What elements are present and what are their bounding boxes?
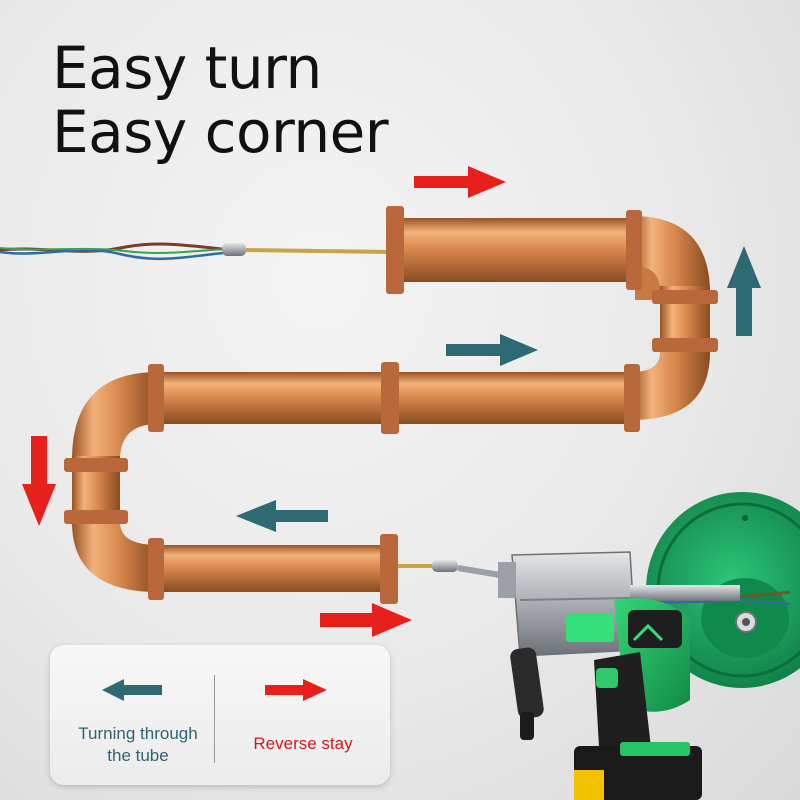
red-arrow-down [22, 436, 56, 526]
legend-turning-label: Turning through the tube [78, 724, 198, 765]
teal-left-arrow-icon [102, 679, 162, 701]
teal-arrow-right [446, 334, 538, 366]
legend-divider [214, 675, 215, 763]
headline-line-1: Easy turn [52, 34, 322, 102]
red-right-arrow-icon [265, 679, 327, 701]
teal-arrow-left [236, 500, 328, 532]
teal-arrow-up [727, 246, 761, 336]
copper-pipe [64, 206, 718, 604]
power-tool [498, 551, 740, 800]
headline: Easy turn Easy corner [52, 34, 389, 166]
red-arrow-top [414, 166, 506, 198]
legend-card: Turning through the tube Reverse stay [50, 645, 390, 785]
cable-left [0, 242, 393, 261]
red-arrow-bottom [320, 603, 412, 637]
legend-reverse-label: Reverse stay [253, 734, 353, 753]
cable-right [398, 560, 501, 578]
headline-line-2: Easy corner [52, 98, 389, 166]
